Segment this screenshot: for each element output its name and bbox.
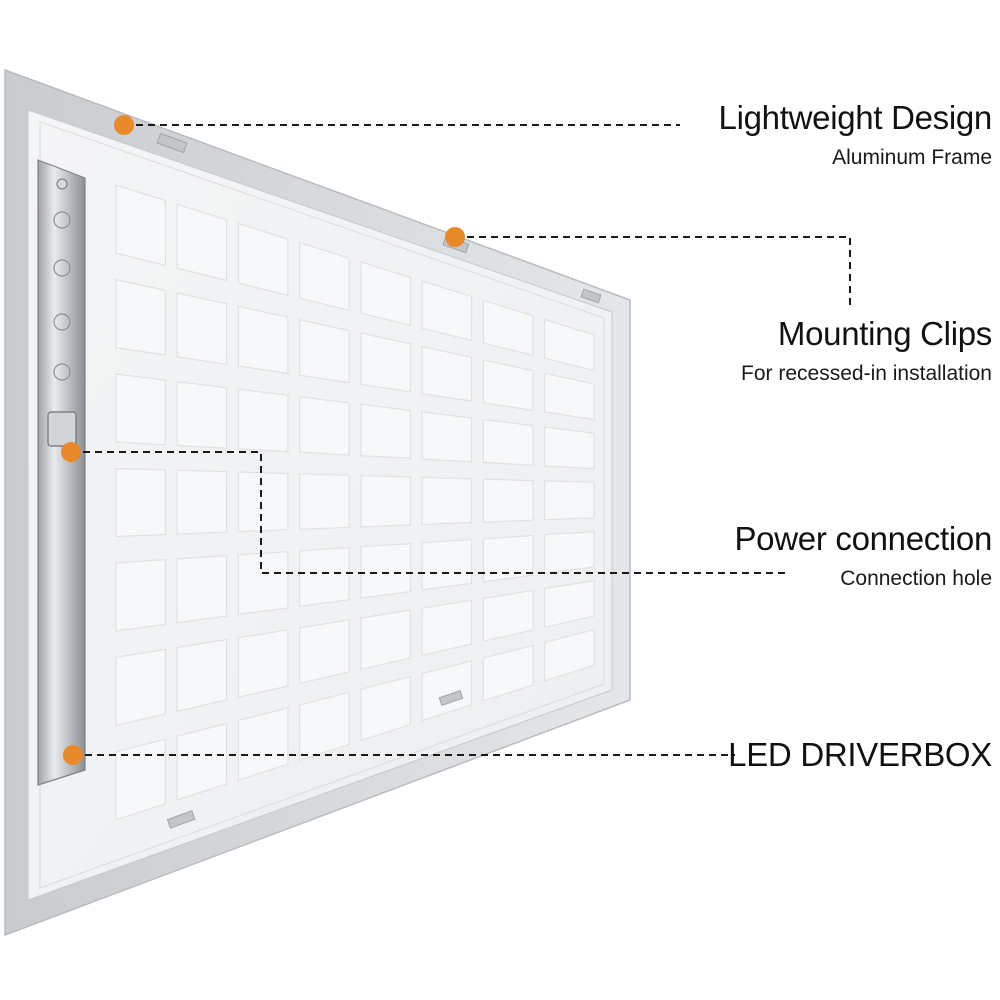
emboss-cell	[299, 619, 350, 685]
emboss-cell	[237, 305, 289, 375]
callout-power-connection: Power connection Connection hole	[734, 520, 992, 592]
callout-subtitle: Aluminum Frame	[832, 146, 992, 169]
callout-title: Mounting Clips	[777, 315, 992, 352]
emboss-cell	[482, 644, 534, 702]
mounting-clip	[166, 810, 196, 829]
emboss-cell	[360, 675, 411, 742]
emboss-cell	[115, 278, 166, 356]
mounting-clip	[580, 288, 602, 304]
marker-dot	[61, 442, 81, 462]
emboss-cell	[421, 476, 473, 526]
callout-led-driverbox: LED DRIVERBOX	[728, 736, 992, 774]
emboss-cell	[299, 691, 350, 762]
markers	[61, 115, 465, 765]
emboss-cell	[176, 292, 228, 365]
emboss-cell	[176, 554, 228, 624]
emboss-cell	[543, 579, 595, 629]
callout-subtitle: Connection hole	[840, 567, 992, 590]
emboss-cell	[299, 318, 350, 384]
callout-mounting-clips: Mounting Clips For recessed-in installat…	[741, 315, 992, 387]
emboss-cell	[543, 426, 595, 470]
emboss-cell	[115, 738, 166, 821]
emboss-cell	[360, 474, 411, 528]
callout-title: Power connection	[734, 520, 992, 557]
emboss-cell	[543, 628, 595, 682]
emboss-cell	[237, 550, 289, 616]
emboss-cell	[237, 388, 289, 453]
emboss-cell	[299, 473, 350, 530]
emboss-cell	[360, 542, 411, 599]
emboss-cell	[543, 480, 595, 521]
emboss-cell	[482, 589, 534, 643]
emboss-cell	[176, 380, 228, 449]
emboss-cell	[237, 471, 289, 533]
callout-title: Lightweight Design	[718, 99, 993, 136]
callout-lightweight-design: Lightweight Design Aluminum Frame	[718, 99, 993, 171]
mounting-clip	[438, 690, 464, 706]
driverbox-terminal-symbols	[53, 211, 71, 381]
connection-hole	[47, 411, 77, 447]
emboss-cell	[176, 203, 228, 282]
emboss-cell	[421, 411, 473, 463]
emboss-cell	[421, 599, 473, 657]
embossed-pattern	[115, 184, 595, 821]
emboss-cell	[237, 707, 289, 782]
driverbox-screw	[56, 178, 68, 190]
emboss-cell	[299, 546, 350, 607]
leader-lines	[71, 124, 851, 756]
emboss-cell	[421, 660, 473, 722]
marker-dot	[114, 115, 134, 135]
emboss-cell	[421, 280, 473, 342]
emboss-cell	[115, 467, 166, 538]
callout-title: LED DRIVERBOX	[728, 736, 992, 773]
marker-dot	[63, 745, 83, 765]
emboss-cell	[543, 372, 595, 421]
emboss-cell	[482, 418, 534, 466]
emboss-cell	[543, 530, 595, 575]
emboss-cell	[176, 722, 228, 801]
emboss-cell	[115, 559, 166, 632]
emboss-cell	[482, 478, 534, 523]
led-driverbox	[37, 159, 86, 786]
emboss-cell	[115, 184, 166, 267]
emboss-cell	[237, 629, 289, 699]
callout-subtitle: For recessed-in installation	[741, 362, 992, 385]
emboss-cell	[237, 222, 289, 297]
emboss-cell	[115, 373, 166, 446]
emboss-cell	[360, 609, 411, 671]
emboss-cell	[421, 345, 473, 402]
emboss-cell	[482, 359, 534, 411]
emboss-cell	[421, 538, 473, 591]
marker-dot	[445, 227, 465, 247]
emboss-cell	[176, 469, 228, 535]
emboss-cell	[482, 534, 534, 583]
emboss-cell	[299, 396, 350, 456]
emboss-cell	[115, 648, 166, 727]
emboss-cell	[360, 332, 411, 393]
mounting-clip	[156, 132, 188, 154]
emboss-cell	[360, 403, 411, 460]
emboss-cell	[299, 241, 350, 312]
emboss-cell	[543, 318, 595, 372]
emboss-cell	[360, 261, 411, 327]
emboss-cell	[482, 299, 534, 357]
emboss-cell	[176, 638, 228, 713]
